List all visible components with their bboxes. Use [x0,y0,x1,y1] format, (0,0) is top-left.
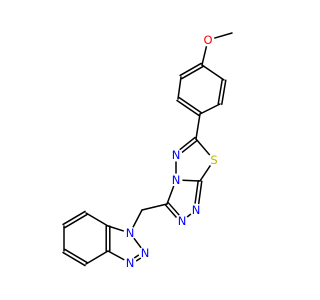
phenyl-bond-d-line-2 [176,99,200,117]
methyl-oxygen-bond [213,32,233,39]
atom-n_tr1-background [189,203,203,217]
benzotriazole-bond-a [107,225,125,232]
phenyl-bond-e [177,76,182,100]
atom-n_bt3-background [123,256,137,270]
atom-n_bt1-background [123,226,137,240]
triazole-bond-c [186,213,192,218]
phenyl-bond-c [199,103,221,115]
benzo-bond-d-line-1 [62,251,86,267]
atom-label-o1: O [203,33,212,47]
bond-layer [62,32,233,267]
benzo-bond-b-line-2 [64,213,88,229]
benzotriazole-bond-c [107,250,126,261]
phenyl-bond-d-line-1 [178,96,202,114]
benzo-bond-a [85,212,109,227]
triazole-bond-a [166,185,175,205]
phenyl-bond-f-line-2 [179,62,202,77]
atom-n_bt2-background [138,246,152,260]
benzo-bond-b-line-1 [62,210,86,226]
thiadiazole-bond-a [195,138,211,156]
thiadiazole-bond-b-line-1 [179,136,196,151]
triazole-bond-b-line-1 [194,180,199,205]
atom-label-n_td3: N [172,148,181,162]
atom-label-n_tr1: N [192,203,201,217]
fused-bond [181,179,201,182]
benzo-bond-d-line-2 [64,248,88,264]
thiadiazole-bond-b-line-2 [181,139,198,154]
atom-label-n_bt2: N [141,246,150,260]
phenyl-thiadiazole-bond [195,113,201,140]
atom-label-n_tr2: N [178,214,187,228]
phenyl-bond-b-line-1 [217,78,223,105]
triazole-bond-b-line-2 [197,180,203,205]
phenyl-bond-f-line-1 [181,65,204,80]
phenyl-bond-b-line-2 [221,79,227,106]
benzo-bond-e [85,250,109,265]
atom-label-n_bt3: N [126,256,135,270]
methylene-bond-a [141,203,168,211]
atom-n_td3-background [169,148,183,162]
atom-n_td4-background [169,173,183,187]
benzotriazole-bond-d-line-2 [133,254,140,259]
atom-o1-background [201,33,215,47]
atom-s1-background [207,153,221,167]
atom-n_tr2-background [175,214,189,228]
methylene-bond-b [132,209,143,228]
atom-label-n_bt1: N [126,226,135,240]
triazole-bond-d-line-2 [164,204,178,219]
benzotriazole-bond-e [133,237,142,249]
methoxy-aryl-bond [201,45,208,66]
thiadiazole-bond-c [199,164,212,182]
atom-label-s1: S [210,153,217,167]
phenyl-bond-a [201,64,225,81]
atom-label-n_td4: N [172,173,181,187]
benzotriazole-bond-d-line-1 [135,257,142,262]
triazole-bond-d-line-1 [167,202,180,216]
